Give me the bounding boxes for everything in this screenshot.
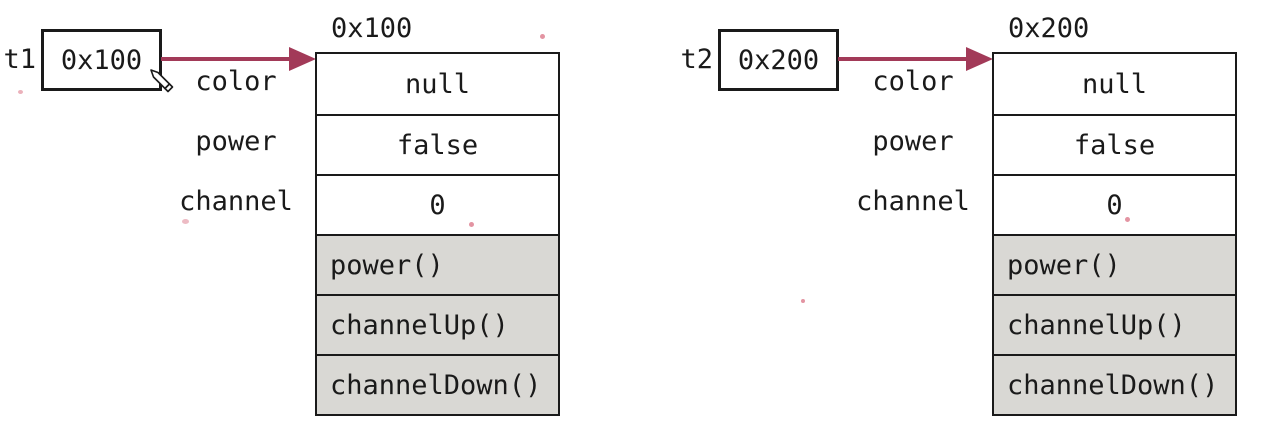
method-cell: channelDown() [994, 354, 1235, 414]
reference-arrow-head [289, 47, 316, 71]
variable-name-t1: t1 [3, 44, 36, 75]
object-box: null false 0 power() channelUp() channel… [992, 52, 1237, 416]
field-value-cell: 0 [317, 174, 558, 234]
variable-box-t1: 0x100 [41, 29, 162, 91]
method-cell: power() [994, 234, 1235, 294]
pen-mark-dot [469, 222, 474, 227]
field-name-channel: channel [179, 186, 293, 217]
field-value-cell: false [994, 114, 1235, 174]
reference-arrow-line [838, 57, 970, 61]
method-cell: channelUp() [317, 294, 558, 354]
reference-arrow-head [966, 47, 993, 71]
field-name-color: color [195, 66, 277, 97]
object-address-label: 0x100 [331, 13, 413, 44]
method-cell: channelUp() [994, 294, 1235, 354]
pen-mark-dot [801, 299, 805, 303]
field-name-power: power [872, 126, 954, 157]
object-box: null false 0 power() channelUp() channel… [315, 52, 560, 416]
diagram-t1: t1 0x100 0x100 color power channel null … [0, 0, 588, 442]
pen-mark-dot [182, 219, 189, 224]
field-name-power: power [195, 126, 277, 157]
field-value-cell: null [1081, 68, 1148, 100]
object-address-label: 0x200 [1008, 13, 1090, 44]
method-cell: power() [317, 234, 558, 294]
variable-value-t2: 0x200 [737, 44, 820, 76]
field-name-channel: channel [856, 186, 970, 217]
pen-cursor-icon [150, 69, 174, 93]
pen-mark-dot [540, 34, 545, 39]
field-name-color: color [872, 66, 954, 97]
method-cell: channelDown() [317, 354, 558, 414]
pen-mark-dot [1125, 217, 1130, 222]
diagram-t2: t2 0x200 0x200 color power channel null … [677, 0, 1265, 442]
field-value-cell: false [317, 114, 558, 174]
reference-arrow-line [161, 57, 293, 61]
variable-value-t1: 0x100 [60, 44, 143, 76]
variable-box-t2: 0x200 [718, 29, 839, 91]
pen-mark-dot [18, 90, 23, 94]
variable-name-t2: t2 [680, 44, 713, 75]
field-value-cell: null [404, 68, 471, 100]
field-value-cell: 0 [994, 174, 1235, 234]
